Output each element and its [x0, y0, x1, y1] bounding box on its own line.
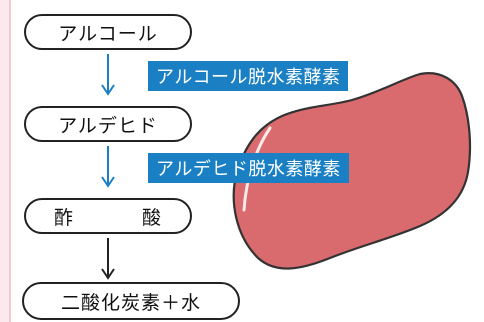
- step-final-label: 二酸化炭素＋水: [60, 291, 201, 314]
- step-aldehyde: アルデヒド: [24, 106, 192, 142]
- step-co2-water: 二酸化炭素＋水: [22, 282, 240, 320]
- step-alcohol: アルコール: [24, 14, 192, 50]
- step-acid-label-part1: 酢: [54, 206, 75, 229]
- liver-shape: [232, 72, 472, 270]
- step-acetic-acid: 酢 酸: [24, 198, 192, 234]
- enzyme-label-text: アルコール脱水素酵素: [156, 67, 341, 88]
- enzyme-label-aldehyde-dehydrogenase: アルデヒド脱水素酵素: [148, 153, 349, 183]
- step-acid-label-part2: 酸: [141, 206, 162, 229]
- enzyme-label-text: アルデヒド脱水素酵素: [156, 159, 341, 180]
- left-accent-strip: [0, 0, 10, 322]
- left-accent-line: [9, 0, 11, 322]
- enzyme-label-alcohol-dehydrogenase: アルコール脱水素酵素: [148, 61, 349, 91]
- arrow-2: [101, 146, 115, 188]
- step-aldehyde-label: アルデヒド: [58, 114, 158, 137]
- arrow-1: [101, 54, 115, 96]
- step-alcohol-label: アルコール: [58, 22, 158, 45]
- arrow-3: [101, 238, 115, 280]
